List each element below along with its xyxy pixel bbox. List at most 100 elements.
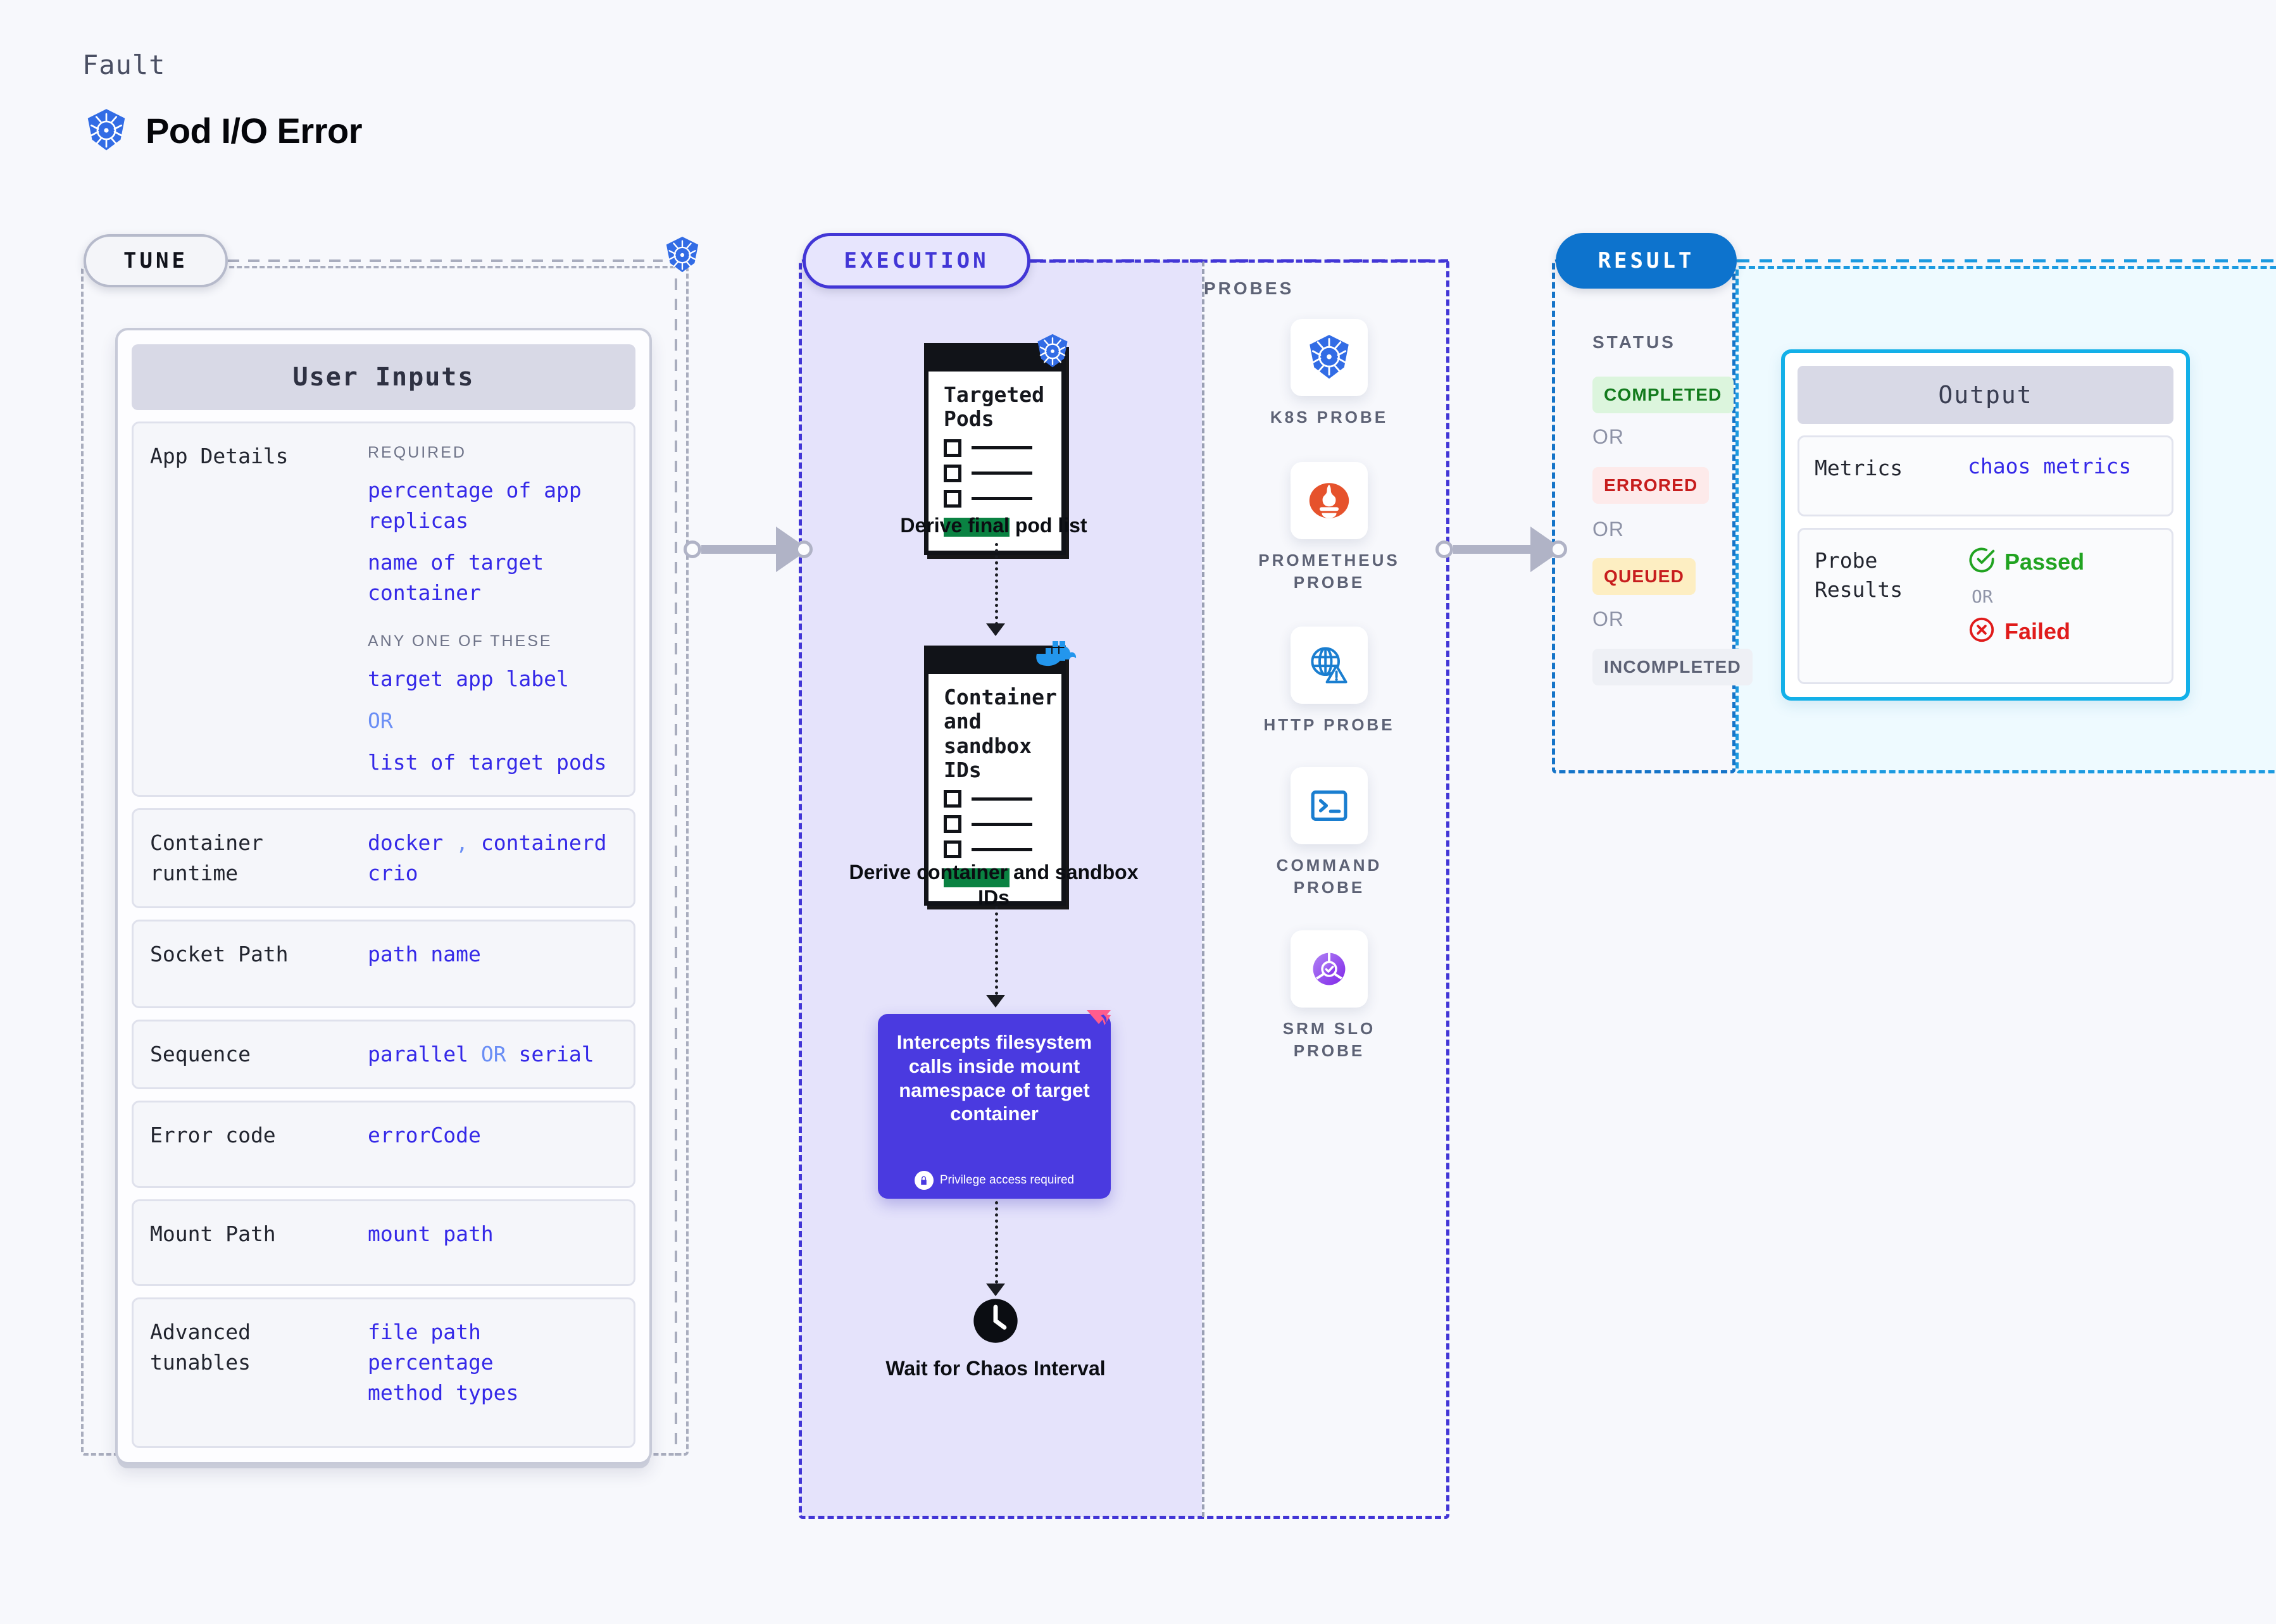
- value-mount-path: mount path: [368, 1221, 494, 1246]
- tune-pill[interactable]: TUNE: [84, 234, 228, 287]
- value-errorcode: errorCode: [368, 1122, 481, 1147]
- output-row-metrics[interactable]: Metrics chaos metrics: [1798, 435, 2173, 517]
- status-or-1: OR: [1592, 425, 1624, 448]
- list-line: [972, 847, 1032, 851]
- tune-row-socket-path[interactable]: Socket Path path name: [132, 920, 635, 1008]
- tune-row-app-details[interactable]: App Details REQUIRED percentage of app r…: [132, 422, 635, 797]
- output-row-probe-results[interactable]: Probe Results Passed OR Failed: [1798, 528, 2173, 685]
- kubernetes-icon: [84, 108, 129, 153]
- row-label: Advanced tunables: [150, 1320, 251, 1375]
- value-percentage-of-app-replicas: percentage of app replicas: [368, 478, 582, 534]
- step-caption-derive-ids: Derive container and sandbox IDs: [849, 861, 1139, 909]
- value-target-app-label: target app label: [368, 666, 569, 691]
- value-docker: docker: [368, 830, 444, 856]
- row-label: Mount Path: [150, 1221, 276, 1246]
- targeted-pods-card: Targeted Pods: [924, 343, 1066, 555]
- output-card: Output Metrics chaos metrics Probe Resul…: [1781, 349, 2190, 701]
- user-inputs-title: User Inputs: [132, 344, 635, 410]
- tune-row-mount-path[interactable]: Mount Path mount path: [132, 1199, 635, 1287]
- list-line: [972, 822, 1032, 826]
- kubernetes-icon: [1291, 319, 1368, 396]
- progress-bar: [944, 868, 1010, 888]
- row-label: Metrics: [1815, 456, 1903, 480]
- list-line: [972, 472, 1032, 475]
- probe-result-passed: Passed: [1968, 546, 2084, 577]
- value-percentage: percentage: [368, 1350, 494, 1375]
- execution-pill[interactable]: EXECUTION: [803, 233, 1030, 289]
- user-inputs-card: User Inputs App Details REQUIRED percent…: [115, 328, 652, 1465]
- probe-http[interactable]: HTTP PROBE: [1247, 627, 1411, 736]
- arrow-start-dot: [684, 540, 701, 558]
- probe-prometheus[interactable]: PROMETHEUS PROBE: [1247, 462, 1411, 594]
- probe-label: K8S PROBE: [1270, 408, 1389, 427]
- checkbox-icon: [944, 815, 961, 834]
- tune-row-sequence[interactable]: Sequence parallel OR serial: [132, 1019, 635, 1089]
- row-label: Container runtime: [150, 830, 263, 886]
- page-title: Pod I/O Error: [146, 110, 363, 151]
- tune-row-container-runtime[interactable]: Container runtime docker , containerd cr…: [132, 808, 635, 909]
- kubernetes-icon: [1034, 333, 1071, 373]
- probe-label: PROMETHEUS PROBE: [1258, 551, 1400, 592]
- probe-label: HTTP PROBE: [1263, 715, 1395, 734]
- checkbox-icon: [944, 439, 961, 457]
- litmus-icon: [1084, 1009, 1113, 1039]
- row-label: Sequence: [150, 1041, 251, 1066]
- value-parallel: parallel: [368, 1041, 468, 1066]
- probe-label: SRM SLO PROBE: [1282, 1019, 1376, 1061]
- http-globe-warning-icon: [1291, 627, 1368, 704]
- lock-icon: [914, 1171, 934, 1190]
- value-file-path: file path: [368, 1320, 481, 1345]
- row-label: Error code: [150, 1122, 276, 1147]
- failed-label: Failed: [2004, 618, 2071, 644]
- status-badge-errored: ERRORED: [1592, 467, 1710, 504]
- probes-title: PROBES: [1204, 278, 1294, 298]
- value-method-types: method types: [368, 1380, 519, 1406]
- value-or: OR: [480, 1041, 506, 1066]
- status-title: STATUS: [1592, 332, 1676, 352]
- page-eyebrow: Fault: [82, 49, 166, 80]
- list-line: [972, 797, 1032, 801]
- value-crio: crio: [368, 861, 418, 886]
- srm-slo-icon: [1291, 930, 1368, 1008]
- row-label: Probe Results: [1815, 548, 1903, 603]
- status-or-3: OR: [1592, 608, 1624, 630]
- list-line: [972, 497, 1032, 501]
- intercept-text: Intercepts filesystem calls inside mount…: [896, 1031, 1092, 1125]
- privilege-note: Privilege access required: [914, 1171, 1075, 1190]
- x-circle-icon: [1968, 616, 1996, 647]
- probe-k8s[interactable]: K8S PROBE: [1247, 319, 1411, 428]
- status-badge-completed: COMPLETED: [1592, 377, 1734, 413]
- tune-row-error-code[interactable]: Error code errorCode: [132, 1100, 635, 1188]
- probe-srm-slo[interactable]: SRM SLO PROBE: [1247, 930, 1411, 1062]
- checkbox-icon: [944, 790, 961, 808]
- status-badge-incompleted: INCOMPLETED: [1592, 649, 1753, 685]
- status-or-2: OR: [1592, 518, 1624, 540]
- execution-to-result-arrow: [1435, 527, 1567, 572]
- status-badge-queued: QUEUED: [1592, 558, 1696, 595]
- privilege-note-text: Privilege access required: [939, 1173, 1075, 1187]
- arrow-start-dot: [1435, 540, 1453, 558]
- prometheus-icon: [1291, 462, 1368, 539]
- value-or: OR: [368, 708, 393, 733]
- tune-row-advanced-tunables[interactable]: Advanced tunables file path percentage m…: [132, 1297, 635, 1448]
- step-caption-derive-pod-list: Derive final pod list: [900, 514, 1087, 537]
- value-chaos-metrics: chaos metrics: [1968, 454, 2132, 478]
- probe-label: COMMAND PROBE: [1276, 856, 1382, 897]
- docker-icon: [1035, 638, 1077, 675]
- flow-arrow: [986, 995, 1005, 1008]
- row-label: App Details: [150, 444, 289, 468]
- kubernetes-icon: [663, 235, 702, 278]
- flow-connector: [995, 906, 998, 995]
- group-heading-any-one: ANY ONE OF THESE: [368, 632, 553, 650]
- value-path-name: path name: [368, 942, 481, 967]
- group-heading-required: REQUIRED: [368, 444, 466, 461]
- intercept-action-card: Intercepts filesystem calls inside mount…: [878, 1010, 1111, 1199]
- result-pill[interactable]: RESULT: [1556, 233, 1737, 289]
- clock-icon: [972, 1297, 1019, 1347]
- probe-result-or: OR: [1972, 586, 1993, 608]
- value-containerd: containerd: [480, 830, 607, 856]
- arrow-end-dot: [1549, 540, 1567, 558]
- probe-command[interactable]: COMMAND PROBE: [1247, 767, 1411, 899]
- arrow-bar: [701, 545, 778, 554]
- passed-label: Passed: [2004, 548, 2085, 575]
